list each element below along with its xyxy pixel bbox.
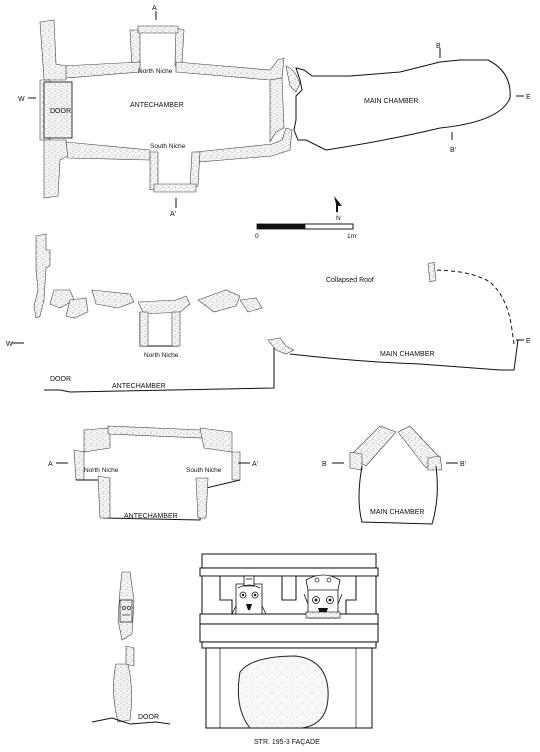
section-niche-east-pier bbox=[171, 311, 181, 347]
main-chamber-entry-wall bbox=[285, 65, 301, 93]
section-a-marker-a-prime: A' bbox=[252, 461, 258, 468]
mask-left-icon bbox=[231, 575, 267, 615]
facade-caption: STR. 195-3 FAÇADE bbox=[254, 739, 320, 746]
facade-cornice bbox=[201, 553, 377, 569]
section-a-right-top bbox=[199, 427, 233, 453]
facade-frieze-right bbox=[345, 575, 377, 615]
marker-w: W bbox=[18, 96, 25, 103]
facade-lintel-lower bbox=[201, 641, 377, 649]
north-niche-east-wall bbox=[174, 27, 185, 67]
antechamber-west-lower bbox=[43, 139, 69, 199]
section-b-right-block bbox=[427, 455, 443, 471]
section-b-left-block bbox=[349, 451, 363, 471]
cross-section-a: A A' North Niche South Niche ANTECHAMBER bbox=[48, 425, 258, 521]
section-a-right-wall bbox=[231, 451, 241, 481]
scale-start-label: 0 bbox=[255, 233, 259, 240]
section-a-roof bbox=[107, 425, 203, 439]
side-ground-line bbox=[91, 717, 171, 725]
scale-bar-dark-segment bbox=[257, 224, 305, 229]
main-chamber-outline bbox=[293, 59, 511, 151]
north-label: N bbox=[336, 215, 341, 222]
scale-bar-light-segment bbox=[304, 223, 354, 230]
section-east-vault-dashed bbox=[429, 269, 515, 345]
door-block bbox=[43, 81, 73, 139]
facade-side-view: DOOR bbox=[91, 571, 171, 725]
facade-middle-band bbox=[199, 613, 379, 625]
section-b-marker-b: B bbox=[322, 461, 327, 468]
side-door-base bbox=[125, 645, 135, 667]
antechamber-south-wall bbox=[65, 141, 151, 161]
side-door-label: DOOR bbox=[138, 714, 159, 721]
section-a-left-top bbox=[83, 427, 111, 453]
marker-b-prime: B' bbox=[450, 147, 456, 154]
facade-frieze-center bbox=[281, 575, 297, 601]
plan-main-chamber-label: MAIN CHAMBER bbox=[364, 98, 418, 105]
antechamber-north-wall bbox=[61, 61, 141, 79]
plan-north-niche-label: North Niche bbox=[138, 68, 173, 75]
marker-a-prime: A' bbox=[170, 211, 176, 218]
scale-end-label: 1m bbox=[347, 233, 356, 240]
plan-door-label: DOOR bbox=[50, 108, 71, 115]
section-roof-slab-5 bbox=[239, 297, 263, 313]
section-niche-west-pier bbox=[139, 311, 149, 347]
long-section: W E Collapsed Roof North Niche MAIN CHAM… bbox=[6, 233, 531, 393]
facade-front-view: STR. 195-3 FAÇADE bbox=[199, 553, 379, 746]
section-a-antechamber-label: ANTECHAMBER bbox=[124, 513, 178, 520]
section-a-marker-a: A bbox=[48, 461, 53, 468]
side-upper-column bbox=[117, 571, 135, 641]
section-b-outline bbox=[358, 465, 438, 525]
section-marker-w: W bbox=[6, 341, 13, 348]
section-main-chamber-step bbox=[267, 337, 295, 355]
section-a-right-low bbox=[195, 477, 209, 519]
plan-antechamber-label: ANTECHAMBER bbox=[130, 102, 184, 109]
side-mask bbox=[119, 599, 133, 623]
section-a-north-niche-label: North Niche bbox=[84, 467, 119, 474]
plan-south-niche-label: South Niche bbox=[150, 143, 186, 150]
marker-b: B bbox=[436, 43, 441, 50]
section-a-left-low bbox=[97, 475, 111, 519]
mask-right-icon bbox=[303, 574, 343, 619]
antechamber-west-upper bbox=[39, 19, 67, 81]
section-roof-slab-3 bbox=[91, 289, 135, 309]
section-b-main-chamber-label: MAIN CHAMBER bbox=[370, 509, 424, 516]
section-marker-e: E bbox=[526, 338, 531, 345]
antechamber-north-wall-east bbox=[175, 57, 285, 81]
section-roof-slab-west bbox=[49, 289, 75, 309]
facade-frieze-left bbox=[201, 575, 233, 615]
section-main-chamber-floor bbox=[289, 339, 519, 371]
facade-upper-band bbox=[199, 567, 379, 577]
north-arrow: N bbox=[334, 196, 342, 222]
section-east-block bbox=[427, 261, 437, 283]
side-lower-stone bbox=[113, 663, 132, 723]
section-b-marker-b-prime: B' bbox=[460, 461, 466, 468]
floor-plan bbox=[39, 19, 511, 199]
marker-e: E bbox=[526, 94, 531, 101]
north-arrow-icon bbox=[334, 196, 342, 212]
section-north-niche-top bbox=[137, 295, 191, 315]
north-niche-back-wall bbox=[137, 25, 179, 34]
antechamber-east-wall bbox=[269, 77, 285, 144]
scale-bar: 0 1m bbox=[255, 223, 356, 240]
section-a-left-wall bbox=[73, 449, 85, 481]
plan-markers: A A' B B' W E bbox=[18, 5, 531, 218]
section-west-wall-top bbox=[33, 233, 51, 319]
cross-section-b: B B' MAIN CHAMBER bbox=[322, 425, 466, 525]
facade-sealing-stone bbox=[237, 655, 329, 729]
section-roof-slab-2 bbox=[65, 297, 89, 319]
facade-lintel bbox=[199, 623, 379, 643]
section-a-south-niche-label: South Niche bbox=[186, 467, 222, 474]
south-niche-east-wall bbox=[189, 151, 201, 189]
section-door-label: DOOR bbox=[50, 376, 71, 383]
south-niche-back-wall bbox=[153, 183, 197, 193]
antechamber-south-wall-east bbox=[195, 127, 293, 163]
section-main-chamber-label: MAIN CHAMBER bbox=[380, 351, 434, 358]
section-roof-slab-4 bbox=[197, 289, 241, 313]
section-north-niche-label: North Niche bbox=[144, 352, 179, 359]
marker-a: A bbox=[152, 5, 157, 12]
plan-labels: ANTECHAMBER MAIN CHAMBER North Niche Sou… bbox=[50, 68, 418, 150]
section-antechamber-label: ANTECHAMBER bbox=[112, 383, 166, 390]
section-collapsed-roof-label: Collapsed Roof bbox=[326, 277, 374, 284]
